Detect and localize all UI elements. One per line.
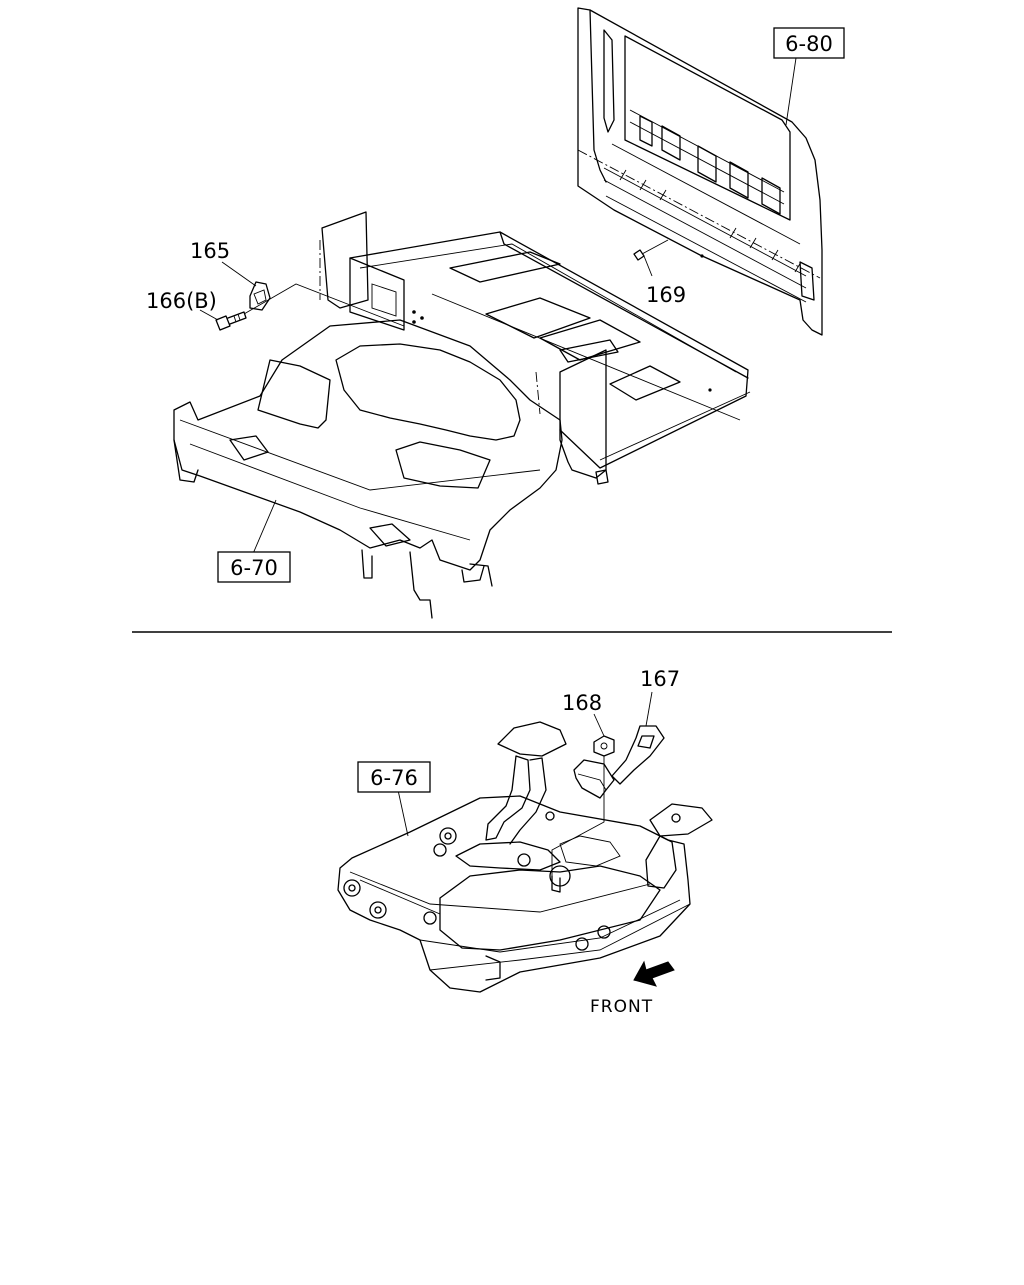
leader-167 — [645, 691, 653, 727]
ref-label-6-70: 6-70 — [230, 556, 278, 580]
ref-box-6-70 — [217, 551, 291, 583]
leader-169-b — [641, 239, 669, 255]
leader-6-80 — [785, 57, 797, 126]
ref-box-6-76 — [357, 761, 431, 793]
pin-169 — [633, 249, 645, 261]
leader-165 — [221, 261, 257, 287]
part-label-167: 167 — [640, 667, 680, 691]
nut-168 — [593, 735, 615, 757]
ref-label-6-80: 6-80 — [785, 32, 833, 56]
leader-6-70 — [251, 499, 277, 557]
leader-6-76 — [397, 789, 409, 837]
part-label-168: 168 — [562, 691, 602, 715]
leader-168-assembly — [551, 756, 605, 880]
leader-168 — [593, 713, 605, 737]
ref-box-6-80 — [773, 27, 845, 59]
leader-169 — [643, 255, 653, 277]
front-direction-label: FRONT — [590, 997, 653, 1017]
bolt-166 — [215, 311, 247, 331]
rear-panel-drawing — [577, 7, 823, 336]
ref-label-6-76: 6-76 — [370, 766, 418, 790]
floor-drawing — [173, 211, 751, 619]
part-label-169: 169 — [646, 283, 686, 307]
front-arrow-icon — [633, 960, 675, 987]
part-label-166: 166(B) — [146, 289, 217, 313]
leader-165-path — [243, 283, 405, 327]
bracket-167 — [573, 725, 665, 799]
leader-166 — [199, 309, 219, 321]
part-label-165: 165 — [190, 239, 230, 263]
hook-165 — [249, 281, 271, 311]
underbody-drawing — [337, 721, 713, 993]
